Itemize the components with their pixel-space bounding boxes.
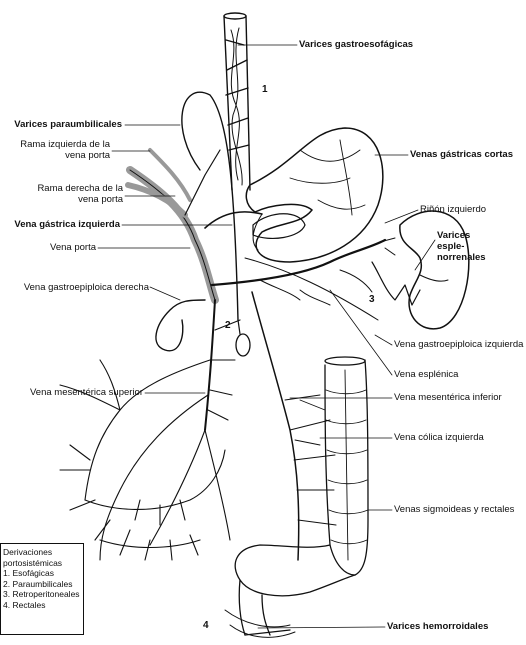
label-vena-esplenica: Vena esplénica: [394, 369, 458, 380]
label-venas-sigmoideas: Venas sigmoideas y rectales: [394, 504, 514, 515]
label-rama-derecha-line2: vena porta: [2, 194, 123, 205]
legend-item: 4. Rectales: [3, 600, 83, 611]
label-varices-line2: esple-: [437, 241, 464, 252]
label-vena-porta: Vena porta: [2, 242, 96, 253]
superior-mesenteric-tree: [60, 300, 240, 560]
label-vena-gastrica-izquierda: Vena gástrica izquierda: [2, 219, 120, 230]
label-rinon-izquierdo: Riñón izquierdo: [420, 204, 486, 215]
label-varices-hemorroidales: Varices hemorroidales: [387, 621, 488, 632]
shunt-number-4: 4: [203, 620, 209, 631]
label-vena-gastroepiploica-derecha: Vena gastroepiploica derecha: [2, 282, 149, 293]
legend-title-line2: portosistémicas: [3, 558, 83, 569]
legend-item: 2. Paraumbilicales: [3, 579, 83, 590]
splenic-vein: [212, 240, 385, 285]
legend-title-line1: Derivaciones: [3, 547, 83, 558]
label-vena-mesenterica-inferior: Vena mesentérica inferior: [394, 392, 502, 403]
label-varices-line1: Varices: [437, 230, 470, 241]
splenorenal-varices: [372, 262, 420, 305]
label-venas-gastricas-cortas: Venas gástricas cortas: [410, 149, 513, 160]
label-varices-paraumbilicales: Varices paraumbilicales: [2, 119, 122, 130]
descending-colon: [325, 357, 368, 575]
shunt-number-2: 2: [225, 320, 231, 331]
label-varices-line3: norrenales: [437, 252, 486, 263]
legend-item: 1. Esofágicas: [3, 568, 83, 579]
inferior-mesenteric-vein: [252, 292, 299, 560]
label-rama-izquierda-line1: Rama izquierda de la: [2, 139, 110, 150]
left-kidney: [400, 211, 469, 329]
label-varices-gastroesofagicas: Varices gastroesofágicas: [299, 39, 413, 50]
legend-item: 3. Retroperitoneales: [3, 589, 83, 600]
shunt-number-3: 3: [369, 294, 375, 305]
leader-lines: [98, 45, 435, 628]
stomach: [246, 128, 383, 262]
label-vena-gastroepiploica-izquierda: Vena gastroepiploica izquierda: [394, 339, 523, 350]
label-rama-derecha-line1: Rama derecha de la: [2, 183, 123, 194]
label-vena-mesenterica-superior: Vena mesentérica superior: [2, 387, 143, 398]
esophagus: [224, 13, 250, 190]
legend-box: Derivaciones portosistémicas 1. Esofágic…: [0, 543, 84, 635]
shunt-number-1: 1: [262, 84, 268, 95]
label-vena-colica-izquierda: Vena cólica izquierda: [394, 432, 484, 443]
label-rama-izquierda-line2: vena porta: [2, 150, 110, 161]
